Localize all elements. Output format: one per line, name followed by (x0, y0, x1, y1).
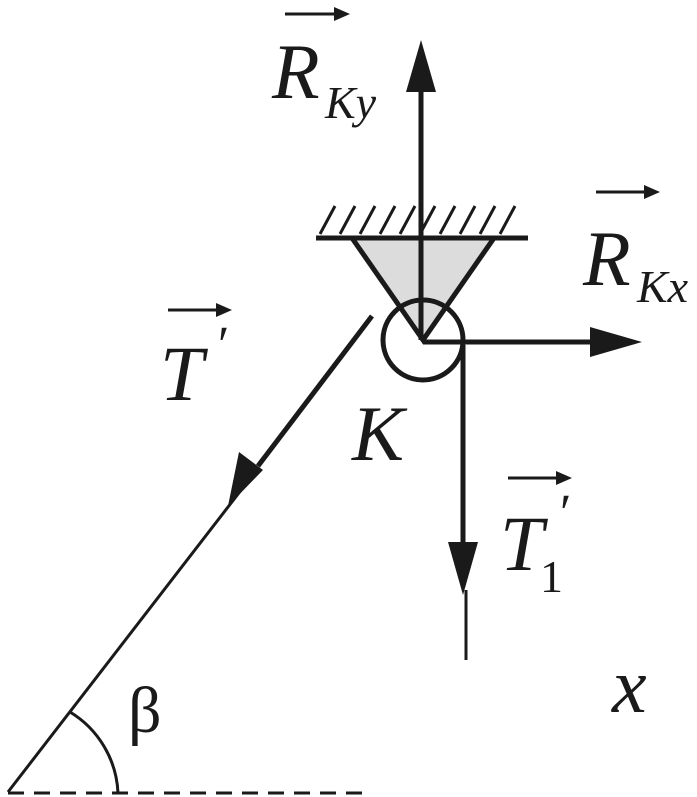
label-point-k: K (351, 390, 408, 477)
inclined-rope (6, 484, 247, 793)
reaction-x-arrowhead (590, 327, 642, 357)
vector-arrow-icon (556, 471, 572, 485)
label-reaction-y-sub: Ky (324, 77, 377, 128)
label-reaction-x-main: R (582, 215, 631, 302)
label-tension-incline-prime: ′ (218, 317, 229, 374)
label-reaction-x-sub: Kx (636, 261, 689, 312)
label-tension-vertical: T ′ 1 (500, 471, 572, 602)
tension-vertical-arrowhead (448, 542, 478, 595)
label-reaction-y-main: R (271, 28, 320, 115)
tension-incline-shaft (256, 314, 374, 468)
label-angle-beta: β (128, 674, 162, 747)
tension-incline-arrowhead (228, 452, 263, 506)
label-tension-vertical-main: T (500, 500, 548, 587)
label-reaction-y: R Ky (271, 7, 377, 128)
support-hatching (318, 205, 517, 235)
angle-arc (69, 710, 120, 794)
vector-arrow-icon (644, 185, 660, 199)
vector-arrow-icon (334, 7, 350, 21)
vector-arrow-icon (216, 303, 232, 317)
reaction-y-arrowhead (406, 40, 436, 92)
label-axis-x: x (611, 642, 647, 729)
label-tension-incline-main: T (160, 330, 208, 417)
label-tension-vertical-sub: 1 (540, 551, 563, 602)
label-reaction-x: R Kx (582, 185, 689, 312)
label-tension-vertical-prime: ′ (560, 485, 571, 542)
label-tension-incline: T ′ (160, 303, 232, 417)
